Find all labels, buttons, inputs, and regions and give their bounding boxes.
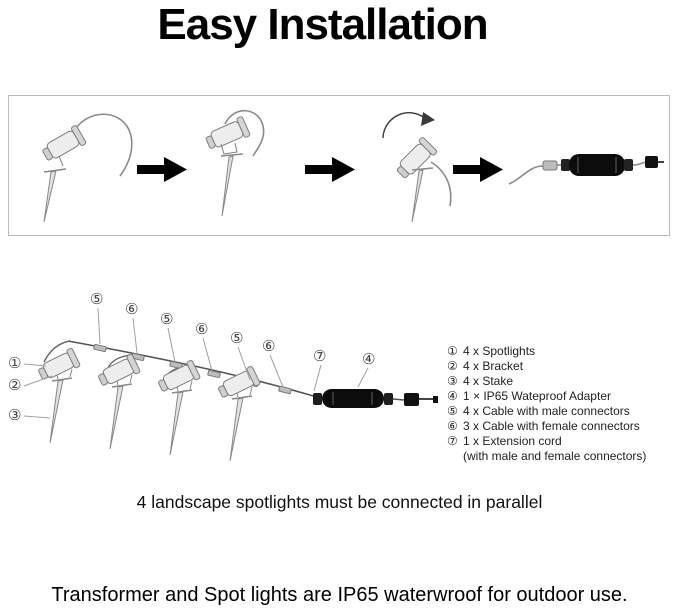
legend-number: ⑦	[447, 434, 458, 448]
callout-7: ⑦	[313, 347, 327, 365]
spotlight-head	[205, 116, 251, 149]
cable-line	[74, 113, 133, 177]
step-1-spotlight-and-stake-illustration	[42, 113, 133, 223]
adapter-cap-right	[384, 393, 393, 405]
bracket	[220, 142, 238, 155]
spotlight-head	[42, 125, 87, 161]
step-arrow-icon	[137, 157, 187, 182]
cable-line	[224, 109, 265, 157]
callout-4: ④	[362, 350, 376, 368]
waterproof-footer-note: Transformer and Spot lights are IP65 wat…	[51, 584, 628, 606]
legend-row: ① 4 x Spotlights	[447, 344, 677, 359]
step-3-adjust-angle-illustration	[382, 112, 452, 223]
step-arrow-icon	[453, 157, 503, 182]
adapter-cap-right	[624, 159, 633, 171]
light-1-cable	[43, 340, 71, 363]
step-arrow-icon	[305, 157, 355, 182]
legend-row: ⑤ 4 x Cable with male connectors	[447, 404, 677, 419]
cable-line	[508, 165, 544, 185]
legend-label: 4 x Bracket	[463, 359, 524, 373]
legend-row: ③ 4 x Stake	[447, 374, 677, 389]
legend-number: ⑥	[447, 419, 458, 433]
parallel-wiring-diagram	[23, 307, 438, 462]
waterproof-adapter	[322, 389, 384, 408]
male-connector	[542, 160, 558, 171]
legend-label: 4 x Cable with male connectors	[463, 404, 630, 418]
parallel-connection-caption: 4 landscape spotlights must be connected…	[136, 492, 543, 512]
step-2-assembled-spotlight-illustration	[205, 109, 265, 217]
legend-label: 4 x Spotlights	[463, 344, 536, 358]
step-4-adapter-cord-illustration	[508, 154, 664, 185]
legend-number: ①	[447, 344, 458, 358]
callout-6c: ⑥	[262, 337, 276, 355]
callout-1: ①	[8, 354, 22, 372]
waterproof-adapter	[569, 154, 625, 176]
legend-number	[447, 449, 463, 464]
plug-connector	[404, 393, 419, 406]
legend-row: ⑦ 1 x Extension cord	[447, 434, 677, 449]
legend-number: ④	[447, 389, 458, 403]
rotation-arrowhead	[421, 112, 435, 126]
spotlight-head	[396, 137, 438, 179]
legend-number: ⑤	[447, 404, 458, 418]
ground-stake	[411, 167, 434, 223]
callout-5b: ⑤	[160, 310, 174, 328]
page-title: Easy Installation	[157, 0, 488, 49]
callout-5a: ⑤	[90, 290, 104, 308]
legend-row: ④ 1 × IP65 Wateproof Adapter	[447, 389, 677, 404]
callout-5c: ⑤	[230, 329, 244, 347]
adapter-cap-left	[313, 393, 322, 405]
bracket-stub	[58, 155, 64, 167]
ground-stake	[220, 153, 244, 217]
legend-number: ③	[447, 374, 458, 388]
spotlight-1	[35, 347, 82, 444]
adapter-cap-left	[561, 159, 570, 171]
parts-legend: ① 4 x Spotlights ② 4 x Bracket ③ 4 x Sta…	[447, 344, 677, 464]
legend-label: 1 x Extension cord	[463, 434, 562, 448]
legend-row: ⑥ 3 x Cable with female connectors	[447, 419, 677, 434]
callout-3: ③	[8, 406, 22, 424]
legend-number: ②	[447, 359, 458, 373]
plug-tip	[433, 396, 438, 403]
installation-steps-panel	[8, 95, 670, 236]
spotlight-3	[155, 359, 202, 456]
callout-6b: ⑥	[195, 320, 209, 338]
legend-label: 4 x Stake	[463, 374, 514, 388]
callout-6a: ⑥	[125, 300, 139, 318]
legend-row: ② 4 x Bracket	[447, 359, 677, 374]
legend-label: 1 × IP65 Wateproof Adapter	[463, 389, 611, 403]
spotlight-4	[215, 365, 262, 462]
callout-leader-lines	[23, 307, 369, 419]
plug-connector	[645, 156, 658, 168]
rotation-arrow-icon	[382, 112, 428, 139]
cable-line	[430, 161, 452, 207]
ground-stake	[43, 168, 67, 223]
callout-2: ②	[8, 376, 22, 394]
legend-label: 3 x Cable with female connectors	[463, 419, 640, 433]
spotlight-2	[95, 353, 142, 450]
legend-label: (with male and female connectors)	[463, 449, 647, 463]
legend-row-continuation: (with male and female connectors)	[447, 449, 677, 464]
